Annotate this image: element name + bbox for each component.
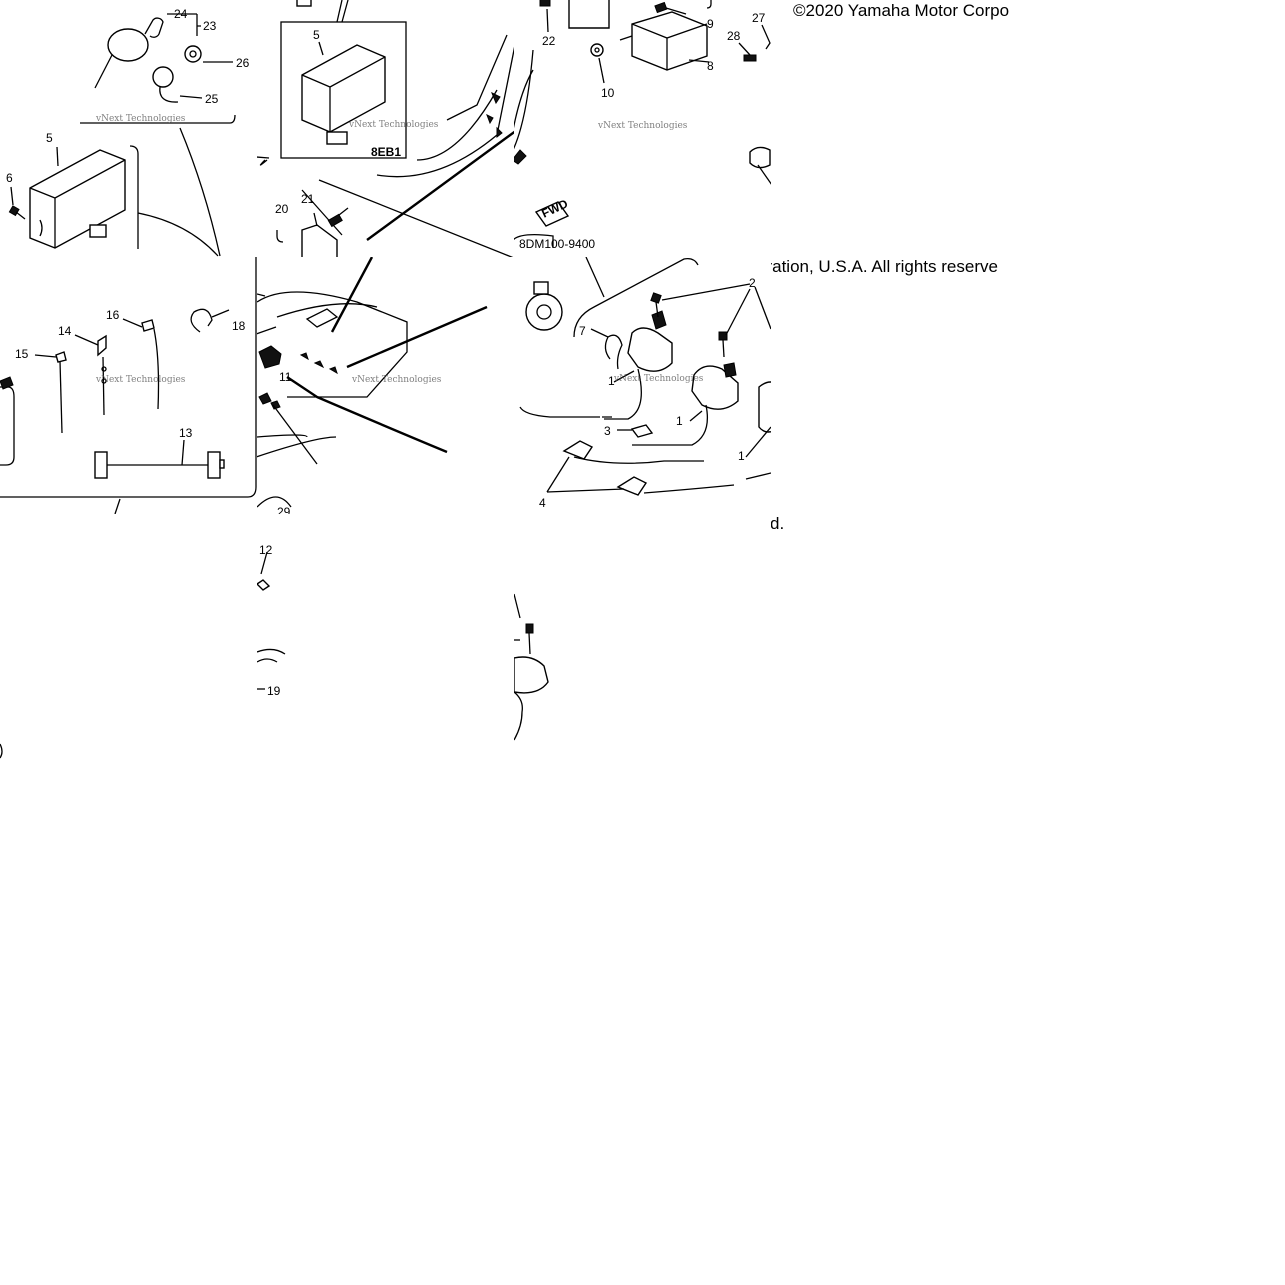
cdi-unit-detail-icon <box>301 44 386 145</box>
diagram-tile-h: 12 19 <box>257 514 514 771</box>
bolt-icon <box>718 331 728 358</box>
label-1: 1 <box>608 374 615 388</box>
band-icon <box>94 451 225 479</box>
cable-tie-icon <box>55 351 67 434</box>
nut-icon <box>590 43 604 57</box>
clamp-icon <box>617 424 654 438</box>
diagram-tile-d: vNext Technologies 14 15 16 18 13 <box>0 257 257 514</box>
label-5: 5 <box>46 131 53 145</box>
label-19: 19 <box>267 684 281 698</box>
variant-code: 8EB1 <box>371 145 401 159</box>
label-21: 21 <box>301 192 315 206</box>
cdi-unit-icon <box>29 149 126 249</box>
rectifier-icon <box>631 11 708 71</box>
clip-icon <box>604 334 623 370</box>
diagram-tile-i <box>514 514 771 771</box>
connector-icon <box>258 345 338 410</box>
label-29: 29 <box>277 505 291 514</box>
main-switch-icon <box>94 17 164 89</box>
label-15: 15 <box>15 347 29 361</box>
label-25: 25 <box>205 92 219 106</box>
watermark: vNext Technologies <box>351 375 442 385</box>
clip-icon <box>190 308 230 333</box>
nut-icon <box>539 0 551 33</box>
label-14: 14 <box>58 324 72 338</box>
label-26: 26 <box>236 56 250 70</box>
diagram-tile-e: vNext Technologies 11 29 <box>257 257 514 514</box>
watermark: vNext Technologies <box>95 114 186 124</box>
nut-icon <box>257 579 271 591</box>
nut-icon <box>184 45 202 63</box>
label-12: 12 <box>259 543 273 557</box>
label-27: 27 <box>752 11 766 25</box>
bolt-icon <box>650 292 662 318</box>
bolt-icon <box>8 205 26 220</box>
bolt-icon <box>525 623 534 655</box>
label-5: 5 <box>313 28 320 42</box>
ignition-coil-icon <box>627 310 673 372</box>
label-1c: 1 <box>738 449 745 463</box>
label-9: 9 <box>707 17 714 31</box>
copyright-line-top: ©2020 Yamaha Motor Corpo <box>793 1 1010 20</box>
bolt-icon <box>738 42 757 62</box>
label-8: 8 <box>707 59 714 73</box>
label-23: 23 <box>203 19 217 33</box>
plug-cap-icon <box>562 440 648 496</box>
label-13: 13 <box>179 426 193 440</box>
clamp-icon <box>97 334 107 416</box>
bolt-icon <box>654 1 687 15</box>
label-1b: 1 <box>676 414 683 428</box>
diagram-tile-a: vNext Technologies 24 23 26 25 5 6 <box>0 0 257 257</box>
bolt-icon <box>327 207 349 228</box>
label-3: 3 <box>604 424 611 438</box>
label-2: 2 <box>749 276 756 290</box>
label-10: 10 <box>601 86 615 100</box>
diagram-id: 8DM100-9400 <box>519 237 595 251</box>
label-22: 22 <box>542 34 556 48</box>
label-16: 16 <box>106 308 120 322</box>
label-7: 7 <box>579 324 586 338</box>
stop-switch-icon <box>152 66 179 103</box>
clamp-icon <box>141 319 160 410</box>
ignition-coil-icon <box>514 656 549 741</box>
copyright-line-middle: oration, U.S.A. All rights reserve <box>757 257 998 276</box>
label-11: 11 <box>279 370 292 384</box>
label-18: 18 <box>232 319 246 333</box>
label-24: 24 <box>174 7 188 21</box>
label-6: 6 <box>6 171 13 185</box>
watermark: vNext Technologies <box>95 375 186 385</box>
diagram-tile-g <box>0 514 257 771</box>
watermark: vNext Technologies <box>613 374 704 384</box>
diagram-tile-b: vNext Technologies 5 8EB1 17 20 21 <box>257 0 514 257</box>
label-4: 4 <box>539 496 546 510</box>
watermark: vNext Technologies <box>597 121 688 131</box>
label-28: 28 <box>727 29 741 43</box>
diagram-tile-c: vNext Technologies FWD 8DM100-9400 9 8 1… <box>514 0 771 257</box>
sensor-icon <box>525 281 563 331</box>
watermark: vNext Technologies <box>348 120 439 130</box>
diagram-tile-f: vNext Technologies 7 2 1 1 1 3 4 <box>514 257 771 514</box>
copyright-line-end: d. <box>770 514 785 533</box>
label-20: 20 <box>275 202 289 216</box>
ignition-coil-icon <box>691 362 739 410</box>
